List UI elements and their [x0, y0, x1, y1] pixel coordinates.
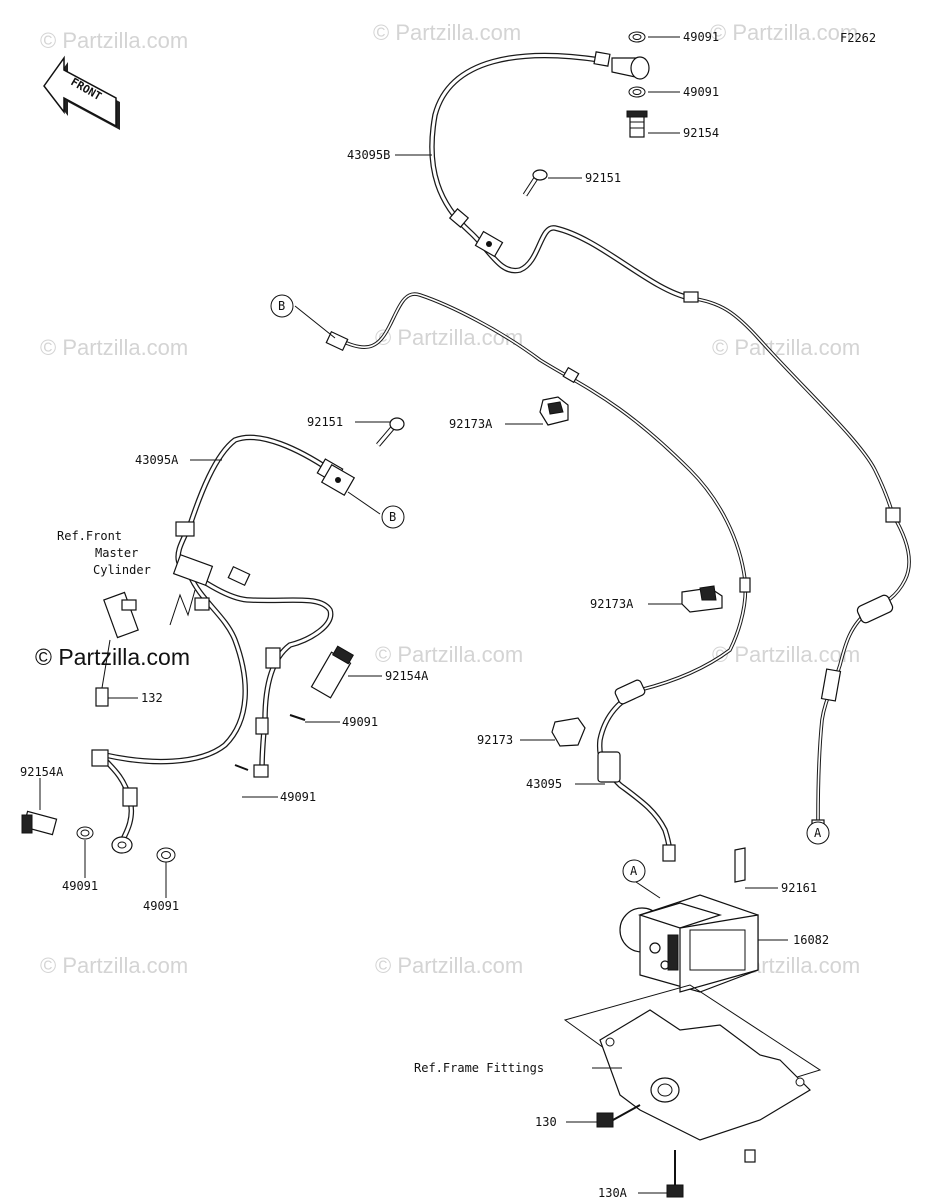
part-label: 49091: [143, 899, 179, 913]
watermark: © Partzilla.com: [712, 642, 860, 667]
ref-label: Cylinder: [93, 563, 151, 577]
banjo-fitting-top: [611, 31, 650, 138]
part-label: 49091: [683, 85, 719, 99]
master-cylinder-ref: [95, 589, 196, 707]
callout-A-right: A: [806, 821, 830, 845]
part-label: 49091: [683, 30, 719, 44]
part-labels: 49091 49091 92154 92151 43095B 92151 430…: [20, 30, 829, 1200]
part-label: 92173A: [590, 597, 634, 611]
hose-43095: [596, 679, 676, 862]
callout-A-label: A: [814, 826, 822, 840]
clamp-92173A-lower: [681, 585, 723, 613]
part-label: 92151: [585, 171, 621, 185]
frame-bracket: [563, 984, 822, 1163]
leader-lines: [39, 36, 819, 1194]
part-label: 130A: [598, 1186, 628, 1200]
part-label: 92154: [683, 126, 719, 140]
part-label: 49091: [280, 790, 316, 804]
part-label: 130: [535, 1115, 557, 1129]
bolt-130: [596, 1104, 641, 1128]
watermark: © Partzilla.com: [40, 335, 188, 360]
abs-unit-16082: [619, 847, 759, 993]
watermark: © Partzilla.com: [40, 28, 188, 53]
watermarks: © Partzilla.com © Partzilla.com © Partzi…: [35, 20, 860, 978]
part-label: 49091: [62, 879, 98, 893]
watermark: © Partzilla.com: [373, 20, 521, 45]
clamp-92173: [551, 717, 586, 747]
part-label: 43095B: [347, 148, 390, 162]
bleeder-92154A-left: [21, 810, 176, 863]
part-label: 16082: [793, 933, 829, 947]
callout-B-mid: B: [381, 505, 405, 529]
part-label: 92151: [307, 415, 343, 429]
hose-43095B: [429, 51, 895, 517]
ref-label: Master: [95, 546, 138, 560]
hose-43095A: [91, 434, 356, 854]
bolt-130A: [666, 1150, 684, 1198]
watermark-main: © Partzilla.com: [35, 644, 190, 670]
bolt-92151-mid: [376, 417, 405, 447]
callout-A-label: A: [630, 864, 638, 878]
ref-label: Ref.Front: [57, 529, 122, 543]
part-label: 92154A: [385, 669, 429, 683]
part-label: 92161: [781, 881, 817, 895]
part-label: 92154A: [20, 765, 64, 779]
watermark: © Partzilla.com: [712, 335, 860, 360]
callout-B-label: B: [278, 299, 285, 313]
part-label: 92173A: [449, 417, 493, 431]
diagram-code: F2262: [840, 31, 876, 45]
callout-B-label: B: [389, 510, 396, 524]
part-label: 49091: [342, 715, 378, 729]
clamp-92173A-upper: [539, 396, 569, 426]
ref-label: Ref.Frame Fittings: [414, 1061, 544, 1075]
watermark: © Partzilla.com: [710, 20, 858, 45]
bleeder-92154A-mid: [310, 645, 354, 699]
part-label: 132: [141, 691, 163, 705]
watermark: © Partzilla.com: [375, 642, 523, 667]
watermark: © Partzilla.com: [375, 325, 523, 350]
callout-B-top: B: [270, 294, 294, 318]
part-label: 92173: [477, 733, 513, 747]
front-arrow-icon: FRONT: [43, 55, 120, 130]
callout-A-abs: A: [622, 859, 646, 883]
pipe-B: [325, 292, 751, 692]
watermark: © Partzilla.com: [375, 953, 523, 978]
bolt-92151-top: [522, 169, 548, 197]
pipe-A: [811, 507, 911, 835]
watermark: © Partzilla.com: [40, 953, 188, 978]
part-label: 43095A: [135, 453, 179, 467]
washers-49091-mid: [234, 714, 306, 771]
part-label: 43095: [526, 777, 562, 791]
